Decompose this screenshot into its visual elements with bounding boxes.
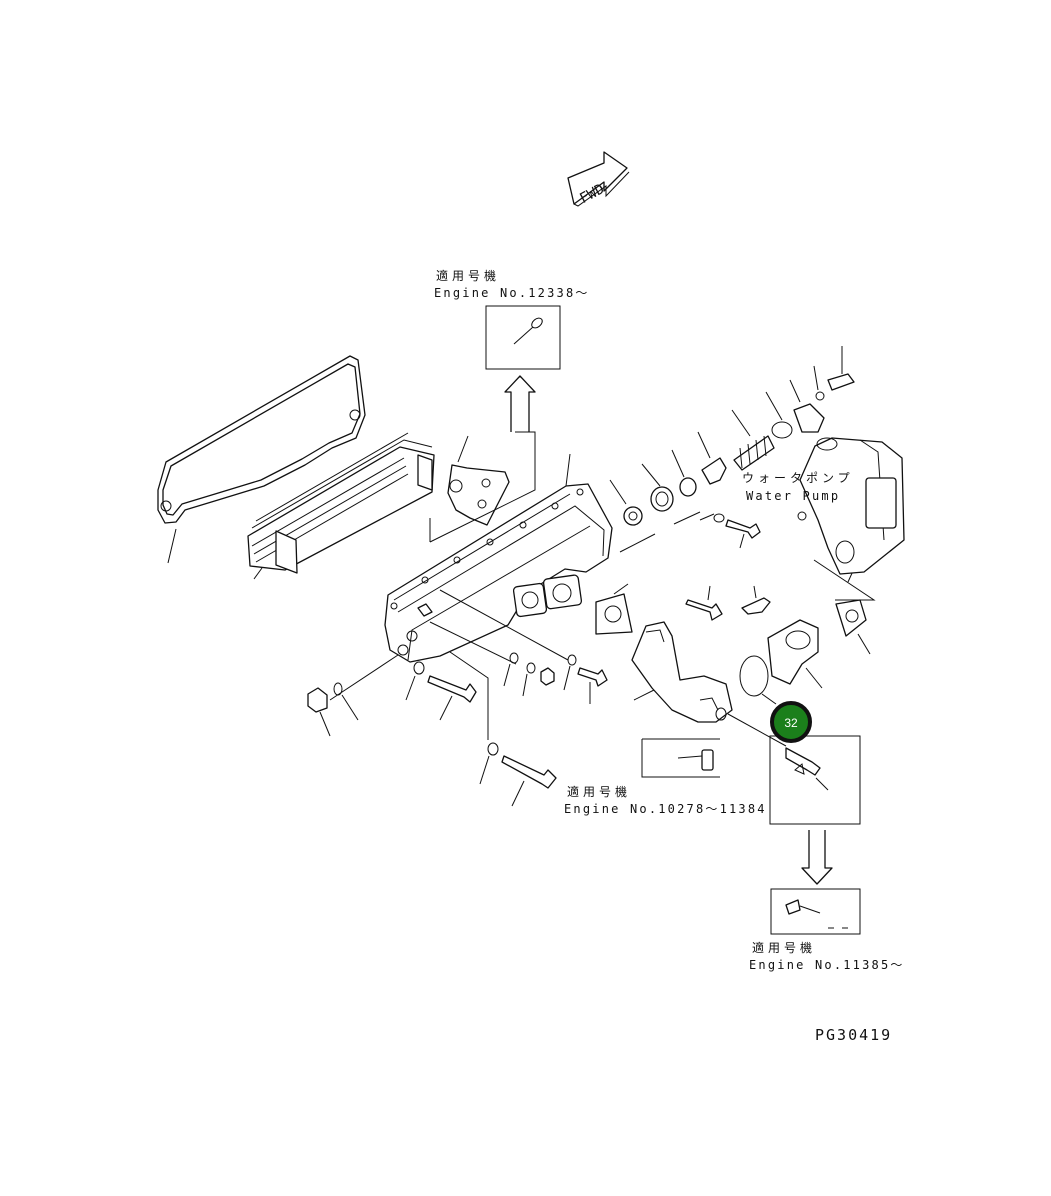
badge-circle [770,701,812,743]
up-arrow-icon [504,375,536,432]
water-elbow [595,583,871,747]
callout-bottom-box [770,888,861,935]
callout-right-box [769,735,861,825]
callout-top-jp: 適用号機 [436,268,500,283]
pump-bolts [685,513,771,621]
callout-mid-engine: Engine No.10278～11384 [564,802,767,816]
small-parts [307,603,608,807]
figure-id: PG30419 [815,1026,892,1044]
oil-cooler-gasket [157,355,366,564]
callout-top-box [485,305,561,370]
callout-top: 適用号機 Engine No.12338～ [429,268,590,543]
callout-mid: 適用号機 Engine No.10278～11384 [564,738,767,816]
callout-bottom: 適用号機 Engine No.11385～ [749,735,905,972]
callout-mid-jp: 適用号機 [567,784,631,799]
callout-bottom-engine: Engine No.11385～ [749,958,905,972]
thermostat-parts [609,346,855,526]
callout-top-engine: Engine No.12338～ [434,286,590,300]
badge-number: 32 [784,716,798,730]
oil-cooler-core [247,432,435,580]
water-pump: ウォータポンプ Water Pump [742,437,905,575]
down-arrow-icon [801,830,833,885]
oil-cooler-cover [384,453,613,663]
small-gasket [447,435,510,526]
callout-bottom-jp: 適用号機 [752,940,816,955]
fwd-arrow-icon: FWD [567,151,630,207]
water-pump-en: Water Pump [746,489,840,503]
part-32-hotspot[interactable]: 32 [770,701,812,743]
water-pump-jp: ウォータポンプ [742,471,854,485]
